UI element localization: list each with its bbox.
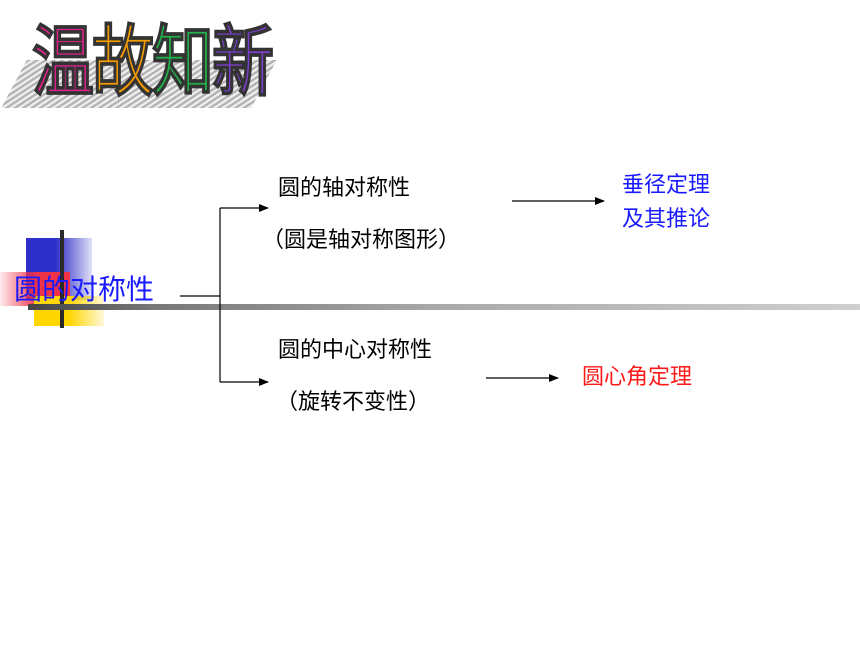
upper-node-line1: 圆的轴对称性 bbox=[278, 176, 411, 201]
title-char-2: 故 bbox=[92, 15, 155, 108]
title-text: 温故知新 bbox=[31, 2, 275, 122]
lower-node-line2: （旋转不变性） bbox=[276, 390, 431, 415]
upper-node-line2: （圆是轴对称图形） bbox=[262, 228, 461, 253]
lower-node-line1: 圆的中心对称性 bbox=[278, 338, 433, 363]
upper-result-line2: 及其推论 bbox=[622, 207, 711, 232]
title-char-3: 知 bbox=[152, 15, 215, 108]
decor-vertical-line bbox=[60, 230, 64, 328]
upper-result-line1: 垂径定理 bbox=[622, 173, 711, 198]
decor-horizontal-line bbox=[28, 304, 860, 310]
root-node-label: 圆的对称性 bbox=[14, 273, 155, 306]
lower-result-line1: 圆心角定理 bbox=[582, 365, 693, 390]
title-char-1: 温 bbox=[31, 15, 94, 108]
slide-title: 温故知新 bbox=[1, 2, 294, 112]
title-char-4: 新 bbox=[212, 15, 275, 108]
decor-yellow-square bbox=[34, 296, 104, 326]
